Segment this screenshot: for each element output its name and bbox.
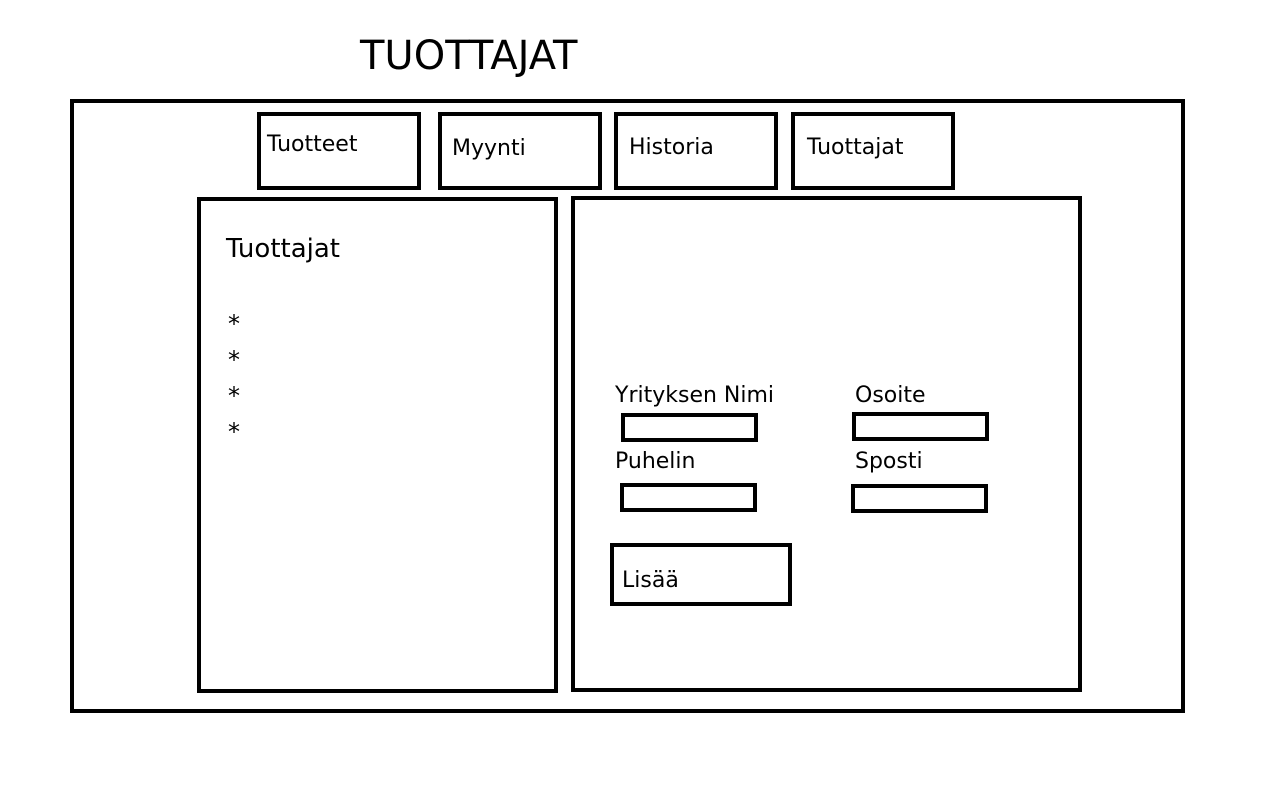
address-label: Osoite [855,383,926,408]
phone-label: Puhelin [615,449,696,474]
producer-list-panel [197,197,558,693]
tab-tuottajat[interactable]: Tuottajat [791,112,955,190]
address-field[interactable] [852,412,989,441]
app-frame [70,99,1185,713]
phone-field[interactable] [620,483,757,512]
tab-label: Tuottajat [807,135,904,160]
list-item[interactable]: * [228,382,240,410]
tab-tuotteet[interactable]: Tuotteet [257,112,421,190]
producer-form-panel [571,196,1082,692]
producer-list-title: Tuottajat [226,234,340,264]
page-title: TUOTTAJAT [360,33,578,79]
list-item[interactable]: * [228,310,240,338]
tab-label: Tuotteet [267,132,358,157]
list-item[interactable]: * [228,418,240,446]
list-item[interactable]: * [228,346,240,374]
tab-myynti[interactable]: Myynti [438,112,602,190]
tab-label: Historia [629,135,714,160]
tab-historia[interactable]: Historia [614,112,778,190]
add-button[interactable]: Lisää [610,543,792,606]
email-label: Sposti [855,449,923,474]
email-field[interactable] [851,484,988,513]
company-name-label: Yrityksen Nimi [615,383,775,408]
tab-label: Myynti [452,136,526,161]
company-name-field[interactable] [621,413,758,442]
